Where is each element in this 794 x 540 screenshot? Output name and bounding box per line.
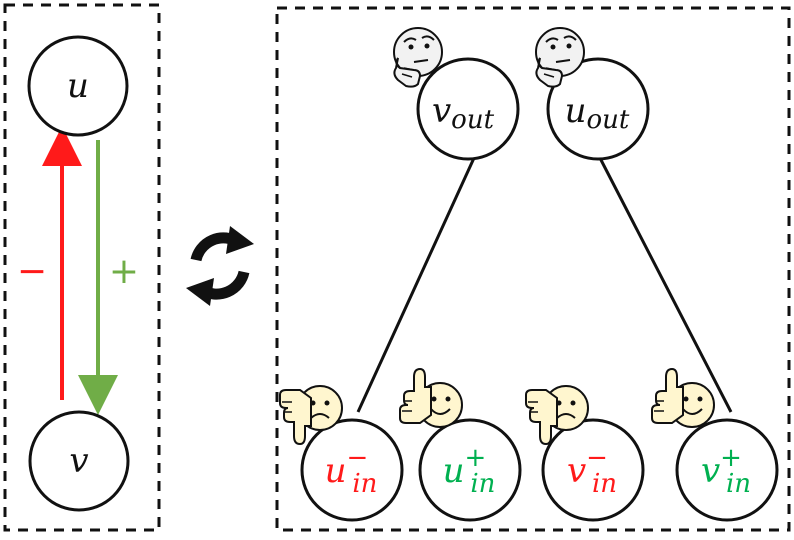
node-u-in-plus-base: u [443,451,465,491]
node-u-in-minus-base: u [325,451,347,491]
node-u-in-minus-sup: − [347,443,369,473]
node-v-in-minus-sup: − [586,443,608,473]
right-panel-frame [275,6,791,532]
node-u-out-base: u [565,91,587,131]
edge-vout-to-uin-minus [356,157,476,413]
swap-cycle-icon [186,226,254,306]
node-v-in-plus: v+in [675,418,779,522]
thumbs-up-smile-icon [651,368,715,428]
thumbs-up-smile-icon [399,368,463,428]
edge-uout-to-vin-plus [598,157,733,413]
node-u-in-plus-sub: in [470,469,495,499]
edge-plus-label: + [109,251,139,292]
node-v-in-minus-base: v [567,451,586,491]
node-v-in-minus-sub: in [592,469,617,499]
node-u-in-plus-sup: + [465,443,487,473]
node-v-in-plus-sup: + [720,443,742,473]
node-v-out: vout [416,57,520,161]
edge-minus-label: − [17,251,47,292]
node-v: v [28,410,130,512]
node-u-out-sub: out [587,105,630,135]
svg-text:vout: vout [432,91,495,135]
svg-text:u+in: u+in [443,443,496,499]
node-u-label: u [67,66,89,106]
node-v-in-minus: v−in [541,418,645,522]
node-v-label: v [69,441,88,481]
node-u: u [27,35,129,137]
node-v-in-plus-base: v [701,451,720,491]
node-u-in-minus: u−in [300,418,404,522]
svg-text:v+in: v+in [701,443,751,499]
svg-text:u−in: u−in [325,443,378,499]
node-v-out-sub: out [451,105,494,135]
node-u-in-plus: u+in [418,418,522,522]
node-u-in-minus-sub: in [352,469,377,499]
node-v-out-base: v [432,91,451,131]
svg-text:v−in: v−in [567,443,617,499]
svg-text:uout: uout [565,91,630,135]
left-panel-frame [3,3,161,532]
node-v-in-plus-sub: in [726,469,751,499]
node-u-out: uout [546,57,650,161]
